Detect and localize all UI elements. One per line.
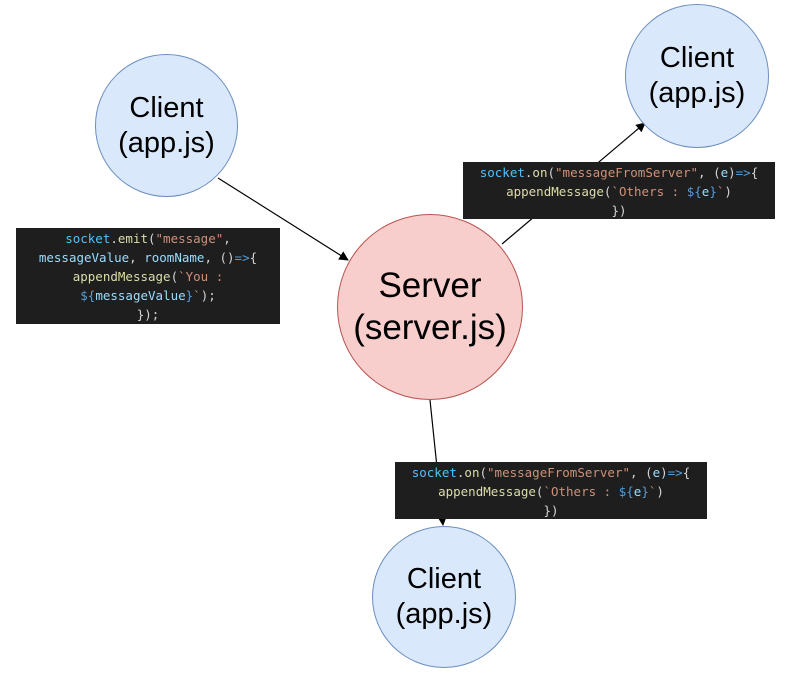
code-token: ) — [724, 184, 732, 199]
code-token: { — [750, 165, 759, 180]
code-line: }); — [16, 305, 280, 324]
code-token: "messageFromServer" — [555, 165, 699, 180]
code-token: `Others : — [543, 484, 619, 499]
code-token: ( — [535, 484, 544, 499]
code-token: ` — [648, 484, 657, 499]
code-line: appendMessage(`You : — [16, 267, 280, 286]
client-node-bottom: Client (app.js) — [372, 526, 516, 668]
code-token: }) — [611, 203, 627, 218]
code-token: emit — [117, 231, 148, 246]
code-token: ( — [170, 269, 179, 284]
code-token: { — [249, 250, 258, 265]
code-token: socket — [65, 231, 111, 246]
code-token: "message" — [155, 231, 224, 246]
server-node: Server (server.js) — [337, 214, 523, 400]
code-token: ( — [148, 231, 156, 246]
code-token: . — [456, 465, 465, 480]
code-token: appendMessage — [506, 184, 604, 199]
code-token: . — [524, 165, 533, 180]
code-snippet-emit: socket.emit("message",messageValue, room… — [16, 228, 280, 324]
code-token: , — [223, 231, 231, 246]
code-token: ${ — [80, 288, 96, 303]
code-token: , ( — [630, 465, 653, 480]
code-line: appendMessage(`Others : ${e}`) — [395, 482, 707, 501]
code-line: appendMessage(`Others : ${e}`) — [463, 182, 775, 201]
code-line: socket.on("messageFromServer", (e)=>{ — [395, 463, 707, 482]
code-token: ${ — [686, 184, 702, 199]
code-token: { — [682, 465, 691, 480]
code-token: roomName — [144, 250, 205, 265]
code-token: ${ — [618, 484, 634, 499]
code-token: `Others : — [611, 184, 687, 199]
client-node-top-left: Client (app.js) — [95, 54, 238, 197]
code-token: ( — [479, 465, 488, 480]
code-token: ( — [603, 184, 612, 199]
code-token: messageValue — [95, 288, 186, 303]
code-token: ( — [547, 165, 556, 180]
code-token: e — [633, 484, 642, 499]
code-token: ) — [656, 484, 664, 499]
code-token: on — [464, 465, 480, 480]
code-token: , ( — [698, 165, 721, 180]
code-token: appendMessage — [438, 484, 536, 499]
code-token: socket — [411, 465, 457, 480]
code-token: `You : — [178, 269, 224, 284]
code-token: ` — [193, 288, 201, 303]
code-line: }) — [395, 501, 707, 520]
code-token: }) — [543, 503, 559, 518]
code-token: e — [652, 465, 661, 480]
edge-client-to-server — [217, 177, 349, 261]
code-token: messageValue — [38, 250, 130, 265]
code-token: "messageFromServer" — [487, 465, 631, 480]
code-token: e — [701, 184, 710, 199]
server-node-label: Server (server.js) — [353, 266, 507, 347]
code-token: e — [720, 165, 729, 180]
code-token: => — [667, 465, 683, 480]
code-token: => — [735, 165, 751, 180]
client-node-top-right: Client (app.js) — [625, 4, 769, 148]
code-token: ` — [716, 184, 725, 199]
code-token: } — [709, 184, 717, 199]
code-token: appendMessage — [72, 269, 171, 284]
code-token: ) — [728, 165, 736, 180]
code-line: socket.emit("message", — [16, 229, 280, 248]
client-node-label: Client (app.js) — [118, 91, 215, 159]
code-line: messageValue, roomName, ()=>{ — [16, 248, 280, 267]
code-token: } — [185, 288, 194, 303]
code-token: . — [110, 231, 118, 246]
client-node-label: Client (app.js) — [648, 42, 746, 109]
code-line: socket.on("messageFromServer", (e)=>{ — [463, 163, 775, 182]
code-token: on — [532, 165, 548, 180]
code-token: ) — [660, 465, 668, 480]
code-line: }) — [463, 201, 775, 220]
code-token: socket — [479, 165, 525, 180]
code-token: , () — [204, 250, 235, 265]
code-snippet-broadcast-bottom: socket.on("messageFromServer", (e)=>{app… — [395, 462, 707, 519]
client-node-label: Client (app.js) — [395, 563, 493, 630]
code-token: }); — [136, 307, 160, 322]
code-token: , — [129, 250, 145, 265]
code-token: ); — [200, 288, 216, 303]
code-line: ${messageValue}`); — [16, 286, 280, 305]
code-snippet-broadcast-right: socket.on("messageFromServer", (e)=>{app… — [463, 162, 775, 219]
code-token: => — [234, 250, 250, 265]
code-token: } — [641, 484, 649, 499]
